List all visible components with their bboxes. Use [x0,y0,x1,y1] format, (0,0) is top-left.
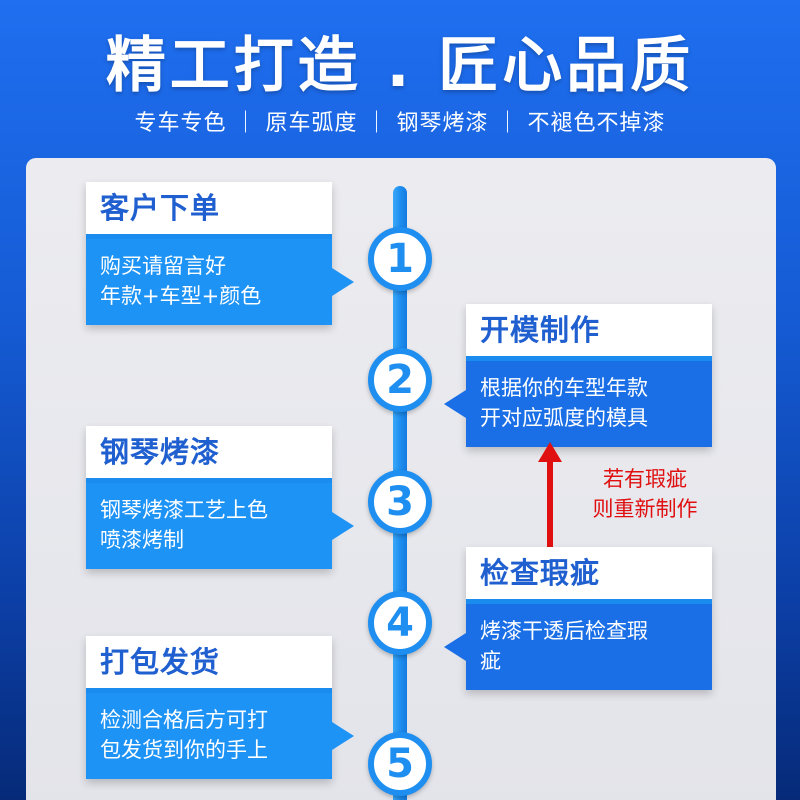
step-title-2: 开模制作 [466,304,712,356]
pointer-arrow-icon [332,268,354,296]
page-title: 精工打造 . 匠心品质 [105,31,695,101]
step-desc-4-line-1: 烤漆干透后检查瑕 [480,619,648,643]
pointer-arrow-icon [332,722,354,750]
step-title-4: 检查瑕疵 [466,547,712,599]
step-desc-3-line-2: 喷漆烤制 [100,528,184,552]
step-desc-4: 烤漆干透后检查瑕 疵 [444,604,712,690]
step-number-4: 4 [368,591,432,655]
step-card-3: 钢琴烤漆 钢琴烤漆工艺上色 喷漆烤制 [86,426,354,569]
redo-note-line-2: 则重新制作 [592,497,698,521]
redo-note-line-1: 若有瑕疵 [603,467,687,491]
step-desc-5: 检测合格后方可打 包发货到你的手上 [86,693,354,779]
step-card-2: 开模制作 根据你的车型年款 开对应弧度的模具 [444,304,712,447]
step-desc-3-line-1: 钢琴烤漆工艺上色 [100,498,268,522]
step-desc-3: 钢琴烤漆工艺上色 喷漆烤制 [86,483,354,569]
step-desc-2-line-1: 根据你的车型年款 [480,376,648,400]
step-desc-1-line-1: 购买请留言好 [100,254,226,278]
redo-arrow-shaft [547,460,553,548]
step-card-4: 检查瑕疵 烤漆干透后检查瑕 疵 [444,547,712,690]
step-title-1: 客户下单 [86,182,332,234]
step-card-1: 客户下单 购买请留言好 年款+车型+颜色 [86,182,354,325]
step-desc-2-line-2: 开对应弧度的模具 [480,406,648,430]
page-subtitle: 专车专色 ｜ 原车弧度 ｜ 钢琴烤漆 ｜ 不褪色不掉漆 [134,111,666,136]
card-divider [86,478,332,483]
step-desc-5-line-1: 检测合格后方可打 [100,708,268,732]
pointer-arrow-icon [444,633,466,661]
step-number-5: 5 [368,732,432,796]
redo-note: 若有瑕疵 则重新制作 [570,464,720,524]
step-title-3: 钢琴烤漆 [86,426,332,478]
step-number-3: 3 [368,470,432,534]
step-card-5: 打包发货 检测合格后方可打 包发货到你的手上 [86,636,354,779]
step-desc-1-line-2: 年款+车型+颜色 [100,284,262,308]
step-number-1: 1 [368,227,432,291]
step-title-5: 打包发货 [86,636,332,688]
step-desc-4-line-2: 疵 [480,649,501,673]
card-divider [466,599,712,604]
card-divider [466,356,712,361]
pointer-arrow-icon [444,390,466,418]
card-divider [86,688,332,693]
pointer-arrow-icon [332,512,354,540]
step-desc-2: 根据你的车型年款 开对应弧度的模具 [444,361,712,447]
step-number-2: 2 [368,348,432,412]
up-arrow-icon [538,442,562,462]
card-divider [86,234,332,239]
step-desc-1: 购买请留言好 年款+车型+颜色 [86,239,354,325]
step-desc-5-line-2: 包发货到你的手上 [100,738,268,762]
